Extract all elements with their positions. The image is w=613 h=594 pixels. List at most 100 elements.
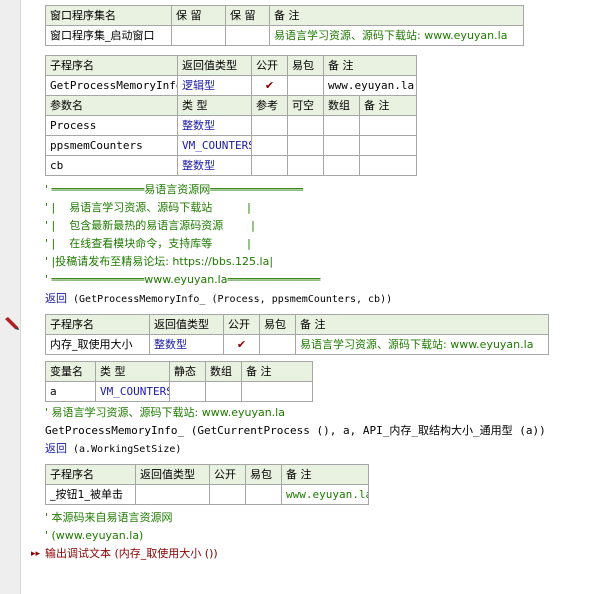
- param-ref[interactable]: [251, 135, 288, 156]
- header-cell: 可空: [287, 95, 324, 116]
- reserved-cell[interactable]: [171, 25, 226, 46]
- header-cell: 子程序名: [45, 55, 178, 76]
- subroutine-table-1: 子程序名 返回值类型 公开 易包 备 注 GetProcessMemoryInf…: [45, 55, 417, 176]
- reserved-cell[interactable]: [225, 25, 270, 46]
- param-remark[interactable]: [359, 115, 417, 136]
- subroutine-remark[interactable]: www.eyuyan.la: [323, 75, 417, 96]
- check-icon[interactable]: ✔: [251, 75, 288, 96]
- program-set-table: 窗口程序集名 保 留 保 留 备 注 窗口程序集_启动窗口 易语言学习资源、源码…: [45, 5, 524, 46]
- header-cell: 变量名: [45, 361, 96, 382]
- param-optional[interactable]: [287, 115, 324, 136]
- subroutine-header-row: 子程序名 返回值类型 公开 易包 备 注: [45, 55, 417, 76]
- subroutine-table-2: 子程序名 返回值类型 公开 易包 备 注 内存_取使用大小 整数型 ✔ 易语言学…: [45, 314, 549, 355]
- subroutine-row[interactable]: GetProcessMemoryInfo 逻辑型 ✔ www.eyuyan.la: [45, 75, 417, 96]
- variable-table: 变量名 类 型 静态 数组 备 注 a VM_COUNTERS: [45, 361, 313, 402]
- subroutine-table-3: 子程序名 返回值类型 公开 易包 备 注 _按钮1_被单击 www.eyuyan…: [45, 464, 369, 505]
- param-name[interactable]: cb: [45, 155, 178, 176]
- header-cell: 备 注: [281, 464, 369, 485]
- return-keyword: 返回: [45, 442, 67, 455]
- public-cell[interactable]: [209, 484, 246, 505]
- comment-line[interactable]: ' | 易语言学习资源、源码下载站 |: [45, 201, 251, 214]
- param-type[interactable]: VM_COUNTERS: [177, 135, 252, 156]
- comment-line[interactable]: ' | 在线查看模块命令，支持库等 |: [45, 237, 251, 250]
- header-cell: 返回值类型: [177, 55, 252, 76]
- header-cell: 返回值类型: [135, 464, 210, 485]
- param-name[interactable]: Process: [45, 115, 178, 136]
- subroutine-remark[interactable]: 易语言学习资源、源码下载站: www.eyuyan.la: [295, 334, 549, 355]
- param-remark[interactable]: [359, 135, 417, 156]
- header-cell: 参考: [251, 95, 288, 116]
- header-cell: 数组: [205, 361, 242, 382]
- package-cell[interactable]: [259, 334, 296, 355]
- param-header-row: 参数名 类 型 参考 可空 数组 备 注: [45, 95, 417, 116]
- code-line-return[interactable]: 返回 (GetProcessMemoryInfo_ (Process, ppsm…: [45, 291, 392, 308]
- header-cell: 公开: [251, 55, 288, 76]
- code-line-return[interactable]: 返回 (a.WorkingSetSize): [45, 441, 181, 458]
- return-expression: (a.WorkingSetSize): [67, 444, 182, 455]
- header-cell: 静态: [169, 361, 206, 382]
- subroutine-name[interactable]: _按钮1_被单击: [45, 484, 136, 505]
- program-set-header-row: 窗口程序集名 保 留 保 留 备 注: [45, 5, 524, 26]
- package-cell[interactable]: [245, 484, 282, 505]
- return-type[interactable]: 整数型: [149, 334, 224, 355]
- variable-array[interactable]: [205, 381, 242, 402]
- param-optional[interactable]: [287, 155, 324, 176]
- code-line-call[interactable]: GetProcessMemoryInfo_ (GetCurrentProcess…: [45, 424, 546, 437]
- program-set-remark[interactable]: 易语言学习资源、源码下载站: www.eyuyan.la: [269, 25, 524, 46]
- return-type[interactable]: 逻辑型: [177, 75, 252, 96]
- package-cell[interactable]: [287, 75, 324, 96]
- comment-line[interactable]: ' |投稿请发布至精易论坛: https://bbs.125.la|: [45, 255, 274, 268]
- return-keyword: 返回: [45, 292, 67, 305]
- comment-line[interactable]: ' 本源码来自易语言资源网: [45, 511, 173, 524]
- header-cell: 返回值类型: [149, 314, 224, 335]
- variable-name[interactable]: a: [45, 381, 96, 402]
- subroutine-name[interactable]: 内存_取使用大小: [45, 334, 150, 355]
- header-cell: 子程序名: [45, 314, 150, 335]
- subroutine-remark[interactable]: www.eyuyan.la: [281, 484, 369, 505]
- param-name[interactable]: ppsmemCounters: [45, 135, 178, 156]
- subroutine-name[interactable]: GetProcessMemoryInfo: [45, 75, 178, 96]
- param-ref[interactable]: [251, 155, 288, 176]
- header-cell: 备 注: [323, 55, 417, 76]
- param-remark[interactable]: [359, 155, 417, 176]
- return-expression: (GetProcessMemoryInfo_ (Process, ppsmemC…: [67, 294, 393, 305]
- param-array[interactable]: [323, 115, 360, 136]
- header-cell: 保 留: [225, 5, 270, 26]
- header-cell: 公开: [223, 314, 260, 335]
- header-cell: 公开: [209, 464, 246, 485]
- check-icon[interactable]: ✔: [223, 334, 260, 355]
- header-cell: 备 注: [241, 361, 313, 382]
- header-cell: 类 型: [177, 95, 252, 116]
- param-optional[interactable]: [287, 135, 324, 156]
- param-type[interactable]: 整数型: [177, 155, 252, 176]
- header-cell: 参数名: [45, 95, 178, 116]
- header-cell: 备 注: [269, 5, 524, 26]
- header-cell: 备 注: [359, 95, 417, 116]
- variable-static[interactable]: [169, 381, 206, 402]
- variable-row[interactable]: a VM_COUNTERS: [45, 381, 313, 402]
- header-cell: 易包: [245, 464, 282, 485]
- variable-type[interactable]: VM_COUNTERS: [95, 381, 170, 402]
- subroutine-header-row: 子程序名 返回值类型 公开 易包 备 注: [45, 464, 369, 485]
- comment-line[interactable]: ' ══════════════易语言资源网══════════════: [45, 183, 303, 196]
- variable-remark[interactable]: [241, 381, 313, 402]
- comment-line[interactable]: ' (www.eyuyan.la): [45, 529, 144, 542]
- code-line-output[interactable]: 输出调试文本 (内存_取使用大小 ()): [45, 547, 218, 560]
- program-set-name[interactable]: 窗口程序集_启动窗口: [45, 25, 172, 46]
- header-cell: 子程序名: [45, 464, 136, 485]
- param-ref[interactable]: [251, 115, 288, 136]
- comment-line[interactable]: ' | 包含最新最热的易语言源码资源 |: [45, 219, 255, 232]
- double-arrow-icon: ▸▸: [31, 549, 41, 559]
- comment-line[interactable]: ' ══════════════www.eyuyan.la═══════════…: [45, 273, 321, 286]
- comment-line[interactable]: ' 易语言学习资源、源码下载站: www.eyuyan.la: [45, 406, 285, 419]
- param-row[interactable]: Process 整数型: [45, 115, 417, 136]
- param-array[interactable]: [323, 135, 360, 156]
- param-row[interactable]: cb 整数型: [45, 155, 417, 176]
- subroutine-row[interactable]: _按钮1_被单击 www.eyuyan.la: [45, 484, 369, 505]
- return-type[interactable]: [135, 484, 210, 505]
- subroutine-row[interactable]: 内存_取使用大小 整数型 ✔ 易语言学习资源、源码下载站: www.eyuyan…: [45, 334, 549, 355]
- param-row[interactable]: ppsmemCounters VM_COUNTERS: [45, 135, 417, 156]
- param-array[interactable]: [323, 155, 360, 176]
- program-set-row[interactable]: 窗口程序集_启动窗口 易语言学习资源、源码下载站: www.eyuyan.la: [45, 25, 524, 46]
- param-type[interactable]: 整数型: [177, 115, 252, 136]
